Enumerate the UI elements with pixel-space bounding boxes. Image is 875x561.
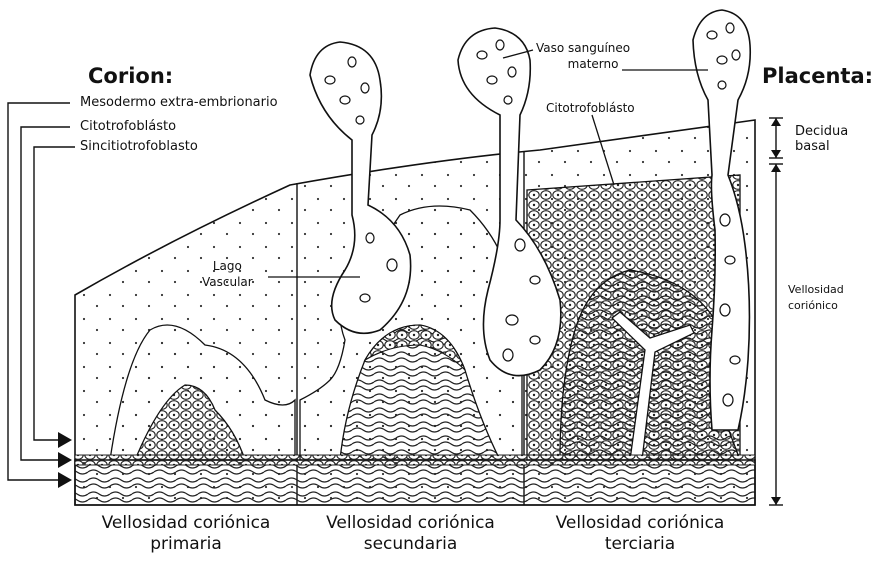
placenta-heading: Placenta:	[762, 64, 873, 88]
chorionic-plate-wavy	[75, 460, 755, 505]
corion-layer-mesodermo: Mesodermo extra-embrionario	[80, 95, 278, 110]
vaso-sanguineo-label: Vaso sanguíneo materno	[536, 40, 630, 72]
vellosidad-corionico-label: Vellosidad coriónico	[788, 282, 844, 314]
citotrofoblasto-label: Citotrofoblásto	[546, 100, 635, 116]
corion-layer-citotrofoblasto: Citotrofoblásto	[80, 119, 176, 134]
chorionic-plate-cells	[75, 455, 755, 465]
placenta-dimension-lines	[769, 118, 783, 505]
corion-layer-sincitiotrofoblasto: Sincitiotrofoblasto	[80, 139, 198, 154]
corion-brackets	[8, 103, 75, 480]
lago-vascular-label: Lago Vascular	[202, 258, 253, 290]
decidua-basal-label: Decidua basal	[795, 124, 848, 154]
corion-heading: Corion:	[88, 64, 173, 88]
corion-arrowheads	[58, 432, 72, 488]
